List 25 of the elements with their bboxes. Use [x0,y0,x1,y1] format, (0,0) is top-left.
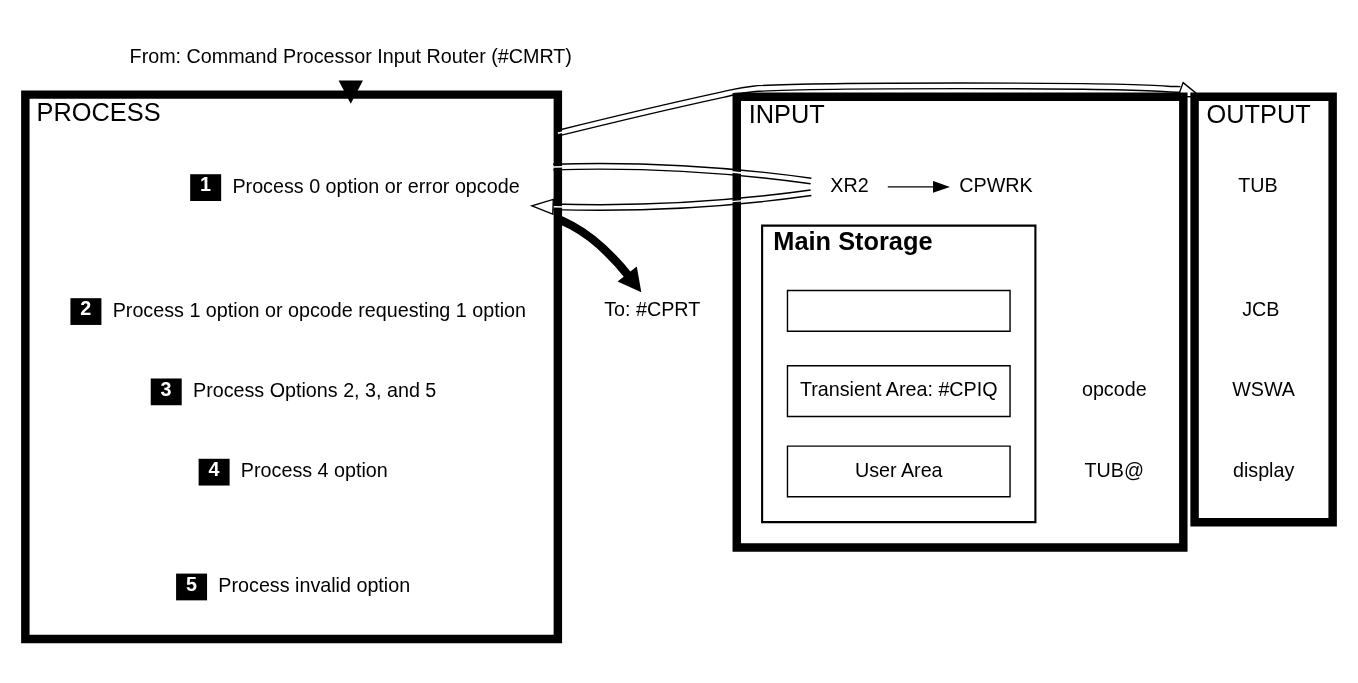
node-text: To: #CPRT [604,298,701,321]
node-text: CPWRK [959,174,1033,197]
node-text: TUB [1238,174,1278,197]
node-label: Process 1 option or opcode requesting 1 option [112,298,526,321]
node-label: Process 4 option [240,459,388,482]
node-box [786,289,1011,332]
node-text: TUB@ [1084,458,1145,481]
node-label: Process Options 2, 3, and 5 [192,379,437,402]
node-text: WSWA [1232,378,1296,401]
node-text: opcode [1081,378,1147,401]
node-box: 3 [150,378,182,406]
node-text: display [1232,458,1295,481]
node-label: Process 0 option or error opcode [232,174,520,197]
node-box: 2 [70,298,102,325]
node-text: From: Command Processor Input Router (#CMRT) [129,45,572,68]
node-text: XR2 [830,174,869,197]
arrow [887,180,950,193]
node-box: User Area [786,445,1011,498]
node-box: Transient Area: #CPIQ [786,365,1011,418]
node-box: 1 [190,174,222,201]
arrow [529,162,813,216]
node-box: 4 [198,458,230,486]
node-text: JCB [1242,298,1280,321]
node-label: Process invalid option [218,574,411,597]
node-box: 5 [176,573,208,601]
